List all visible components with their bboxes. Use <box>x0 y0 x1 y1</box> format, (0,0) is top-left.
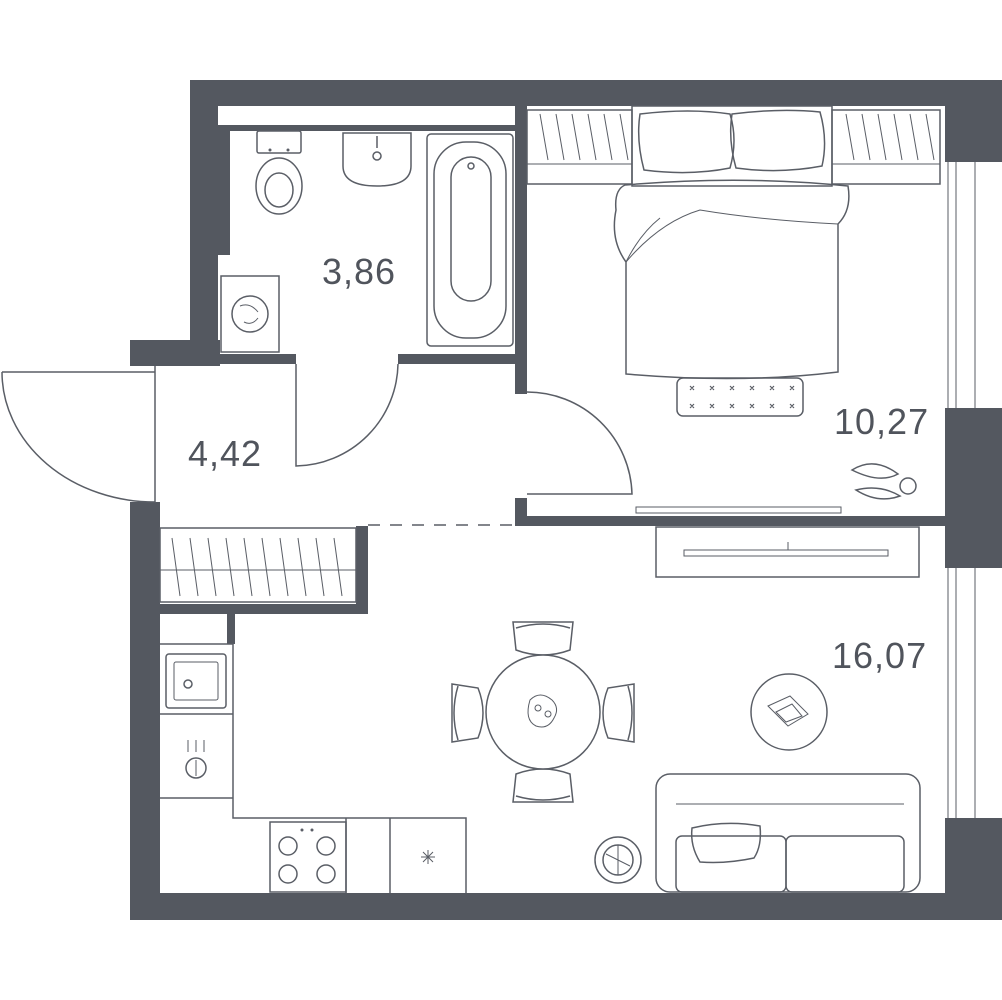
toilet-icon <box>255 130 303 215</box>
sink-icon <box>342 132 412 187</box>
sofa-icon <box>655 773 921 893</box>
area-label-hallway: 4,42 <box>188 433 262 474</box>
robot-vacuum-icon <box>594 836 642 884</box>
plant-icon <box>850 463 917 500</box>
area-label-living-kitchen: 16,07 <box>832 635 927 676</box>
tv-icon <box>655 526 920 578</box>
water-heater-icon <box>185 740 207 779</box>
stove-icon <box>269 821 347 893</box>
area-label-bathroom: 3,86 <box>322 251 396 292</box>
washing-machine-icon <box>220 275 280 353</box>
bathtub-icon <box>426 133 514 347</box>
freezer-icon <box>421 850 435 864</box>
kitchen-sink-icon <box>165 653 227 709</box>
doors <box>1 363 633 526</box>
wardrobe-icon <box>159 527 357 603</box>
double-bed-icon <box>613 105 850 514</box>
coffee-table-icon <box>750 673 828 751</box>
windows <box>947 162 976 818</box>
dining-table-icon <box>451 621 635 803</box>
area-label-bedroom: 10,27 <box>834 401 929 442</box>
walls <box>130 80 1002 920</box>
